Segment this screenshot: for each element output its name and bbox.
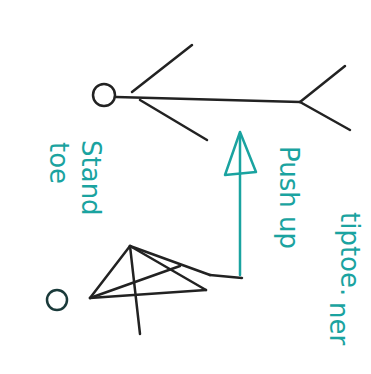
handwritten-note: toe [46, 142, 72, 184]
handwritten-note: tiptoe. [337, 212, 363, 296]
handwritten-note: Stand [78, 140, 104, 216]
handwritten-note: Push up [276, 146, 302, 249]
head-circle [93, 84, 115, 106]
handwritten-note: ner [326, 302, 352, 345]
up-arrow [225, 132, 256, 275]
